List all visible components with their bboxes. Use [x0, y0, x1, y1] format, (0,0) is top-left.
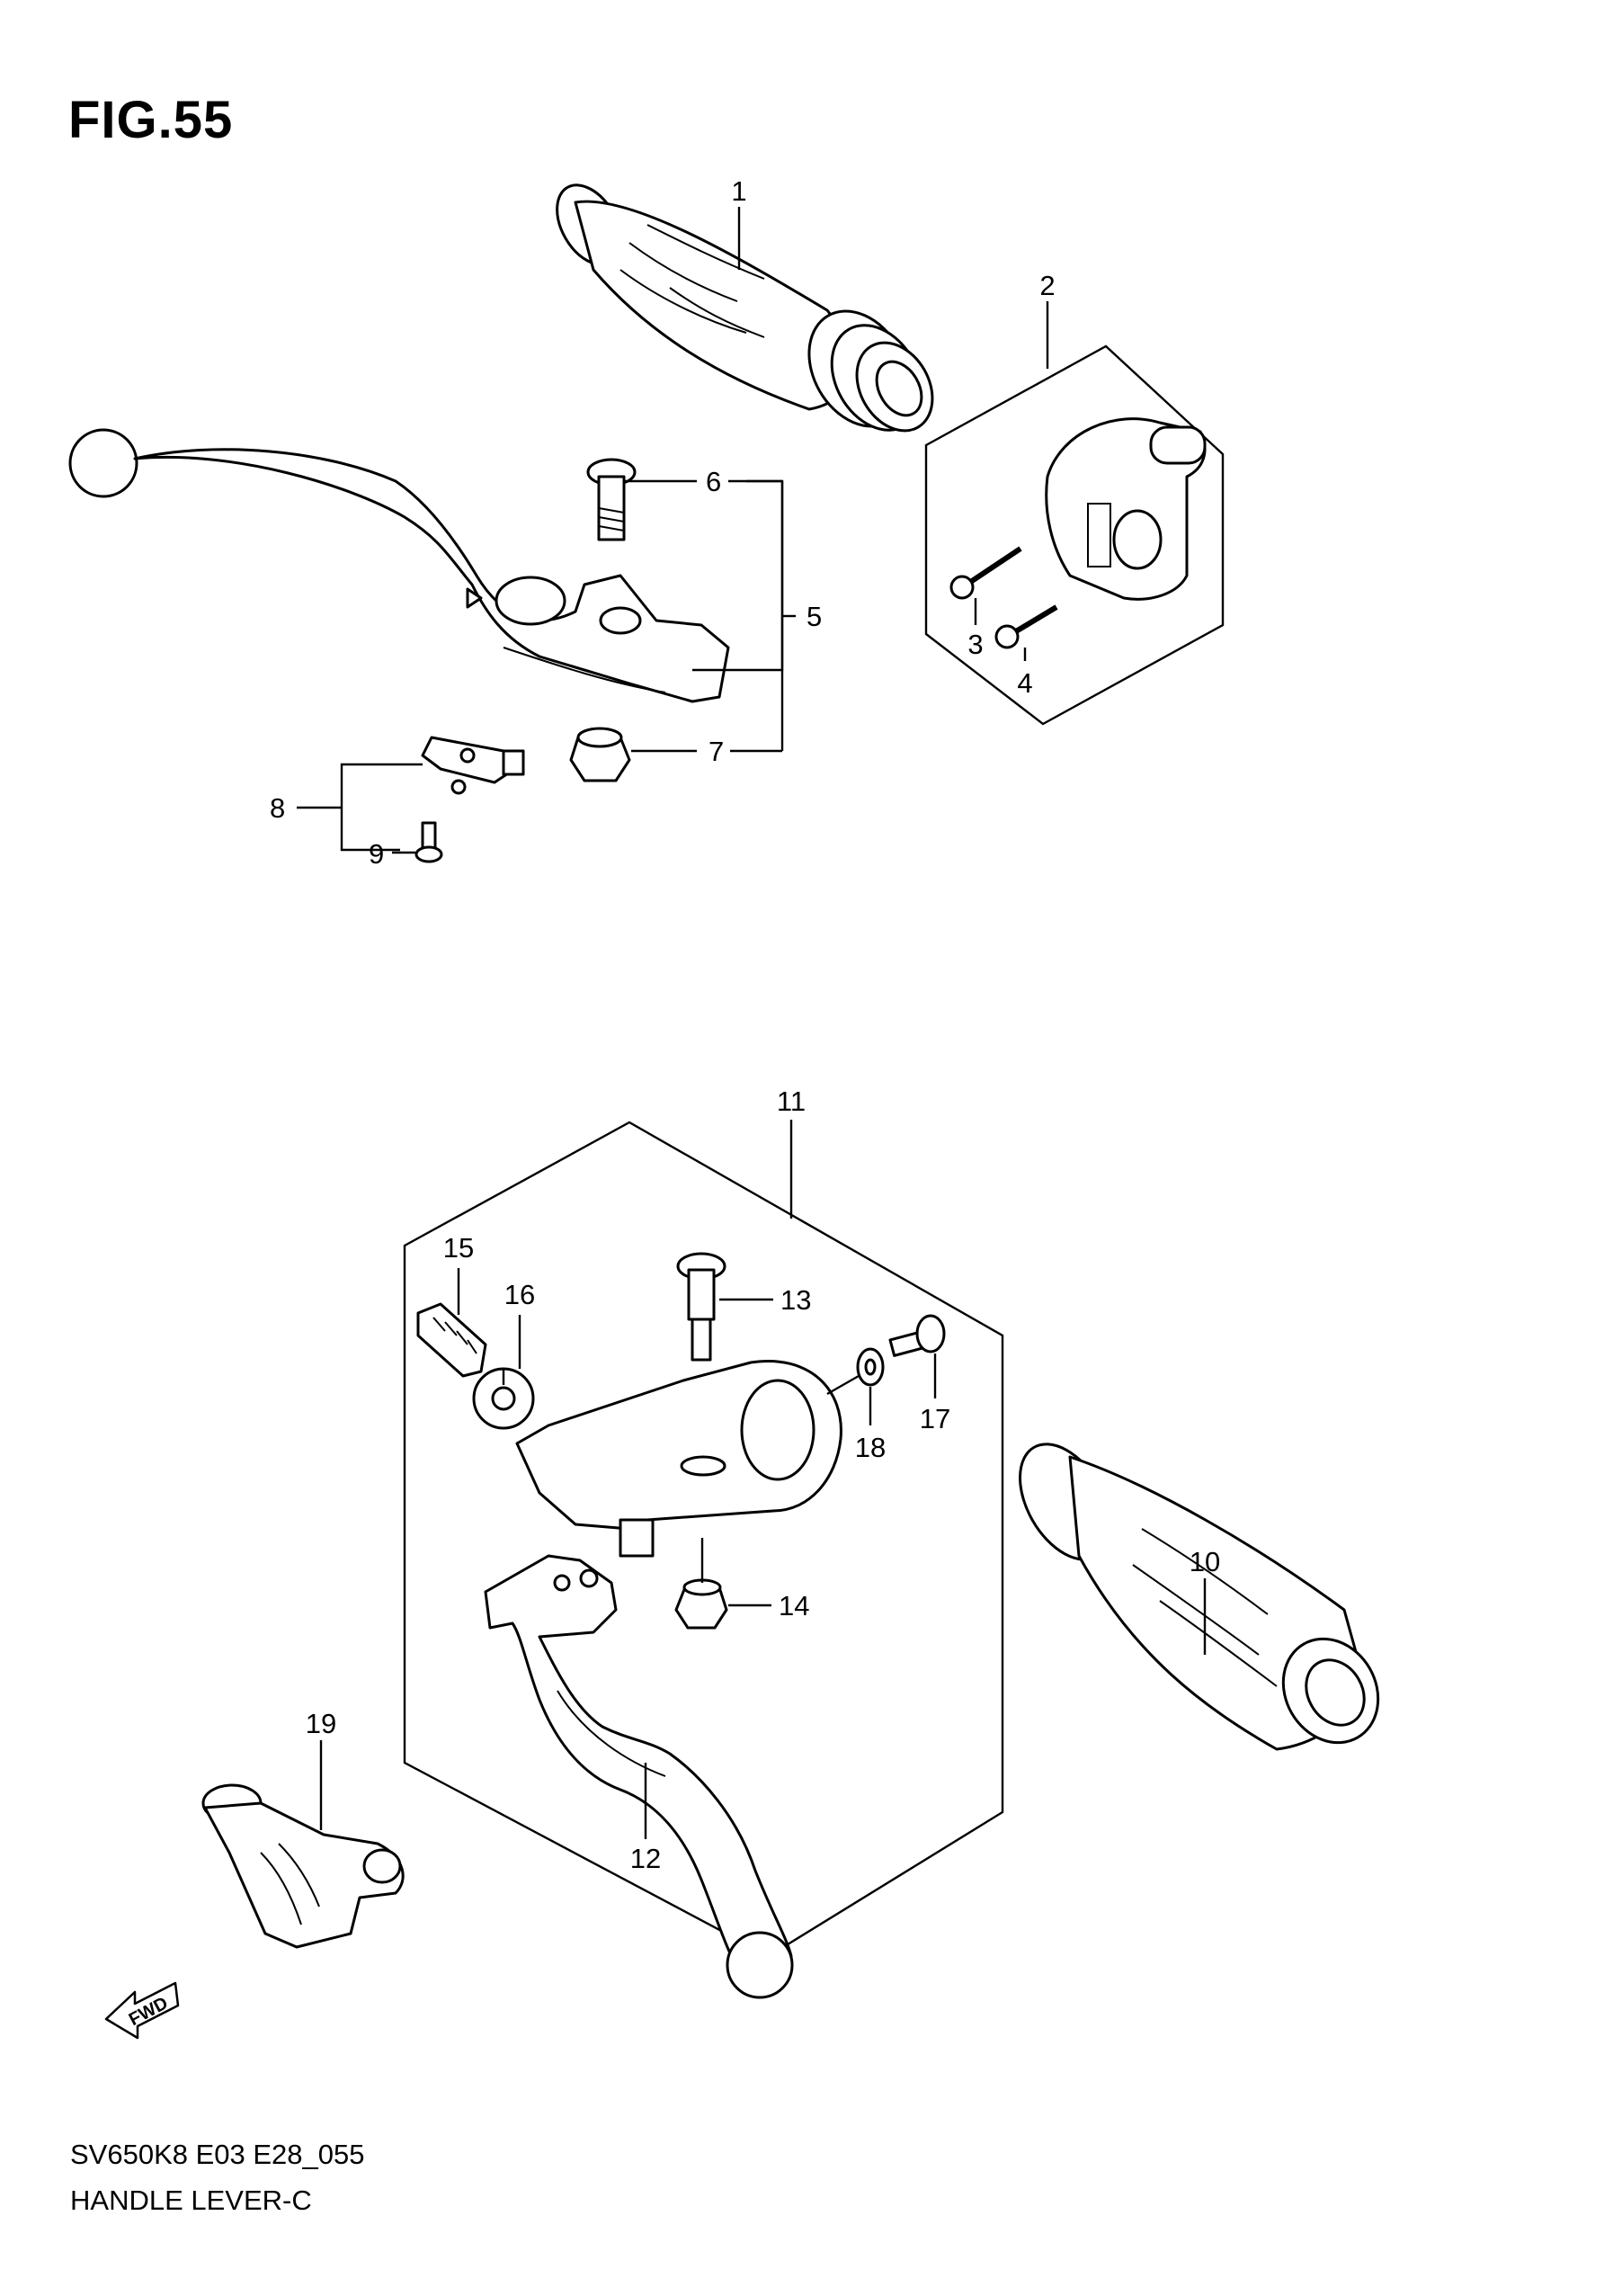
part-18-washer — [826, 1347, 885, 1396]
part-17-bolt — [888, 1314, 946, 1357]
part-5-brake-lever — [68, 428, 730, 703]
callout-12: 12 — [630, 1763, 661, 1874]
diagram-code: SV650K8 E03 E28_055 — [70, 2139, 365, 2170]
svg-text:18: 18 — [855, 1432, 886, 1463]
part-1-throttle-grip — [556, 183, 934, 433]
svg-text:17: 17 — [920, 1403, 950, 1434]
callout-10: 10 — [1190, 1546, 1220, 1655]
svg-text:5: 5 — [807, 601, 822, 632]
svg-text:12: 12 — [630, 1843, 661, 1874]
part-2-switch-housing — [924, 344, 1225, 726]
part-13-pivot-bolt — [676, 1252, 726, 1362]
callout-11: 11 — [777, 1085, 806, 1219]
part-7-nut — [569, 727, 631, 782]
callout-8: 8 — [270, 763, 423, 852]
svg-text:14: 14 — [779, 1590, 809, 1621]
svg-text:8: 8 — [270, 792, 285, 824]
callout-14: 14 — [700, 1538, 809, 1621]
svg-text:4: 4 — [1017, 667, 1032, 699]
callout-6: 6 — [625, 466, 782, 497]
figure-title: FIG.55 — [68, 91, 234, 149]
callout-9: 9 — [369, 838, 415, 870]
part-4-screw — [994, 604, 1058, 649]
svg-text:1: 1 — [731, 175, 746, 207]
callout-5: 5 — [692, 479, 822, 753]
part-15-adjuster — [416, 1302, 487, 1378]
callout-19: 19 — [306, 1708, 336, 1830]
part-8-brake-switch — [421, 736, 525, 795]
svg-text:16: 16 — [504, 1279, 535, 1310]
part-11-clutch-lever-assembly — [403, 1121, 1004, 1958]
part-12-clutch-lever — [484, 1554, 794, 1999]
svg-text:13: 13 — [780, 1284, 811, 1316]
svg-text:9: 9 — [369, 838, 384, 870]
part-16-adjuster-ring — [472, 1367, 535, 1430]
part-10-left-grip — [1019, 1443, 1380, 1751]
part-19-clutch-switch — [201, 1783, 405, 1949]
part-3-screw — [949, 546, 1022, 600]
diagram-name: HANDLE LEVER-C — [70, 2184, 312, 2216]
callout-2: 2 — [1039, 270, 1056, 369]
callout-1: 1 — [731, 175, 747, 270]
fwd-arrow-icon: FWD — [104, 1981, 180, 2040]
svg-text:3: 3 — [967, 629, 983, 660]
part-9-switch-screw — [414, 821, 443, 863]
svg-text:2: 2 — [1039, 270, 1055, 301]
part-6-pivot-bolt — [586, 458, 637, 541]
callout-3: 3 — [967, 598, 984, 660]
svg-text:6: 6 — [706, 466, 721, 497]
svg-text:11: 11 — [777, 1085, 806, 1117]
svg-text:10: 10 — [1190, 1546, 1220, 1577]
part-lever-bracket — [515, 1360, 842, 1558]
callout-15: 15 — [443, 1232, 474, 1315]
callout-7: 7 — [631, 736, 746, 767]
callout-4: 4 — [1017, 648, 1033, 699]
svg-text:19: 19 — [306, 1708, 336, 1739]
callout-18: 18 — [855, 1387, 886, 1463]
part-14-nut — [674, 1578, 728, 1630]
callout-16: 16 — [504, 1279, 535, 1369]
callout-17: 17 — [920, 1353, 950, 1434]
svg-text:15: 15 — [443, 1232, 474, 1264]
svg-text:7: 7 — [709, 736, 724, 767]
callout-13: 13 — [719, 1284, 811, 1316]
